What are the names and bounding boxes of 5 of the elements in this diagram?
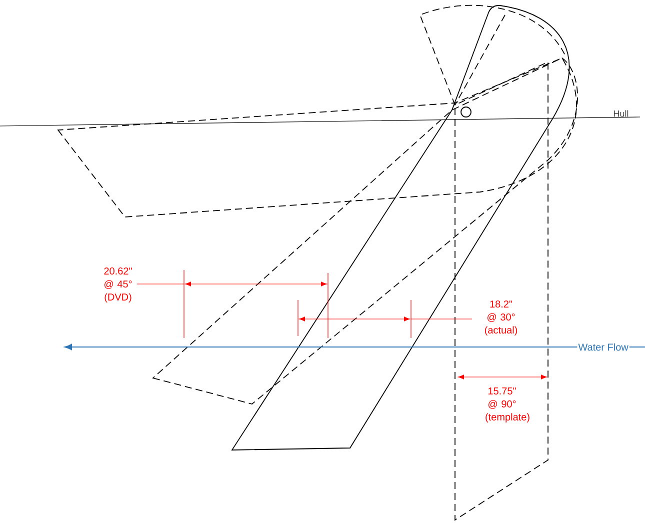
dimension-label: 15.75" @ 90° (template) (486, 388, 530, 422)
dimension-label: 20.62" @ 45° (DVD) (104, 267, 132, 303)
dimension-label: 18.2" @ 30° (actual) (484, 300, 518, 336)
hull-label: Hull (614, 110, 628, 117)
flow-label: Water Flow (578, 343, 628, 351)
